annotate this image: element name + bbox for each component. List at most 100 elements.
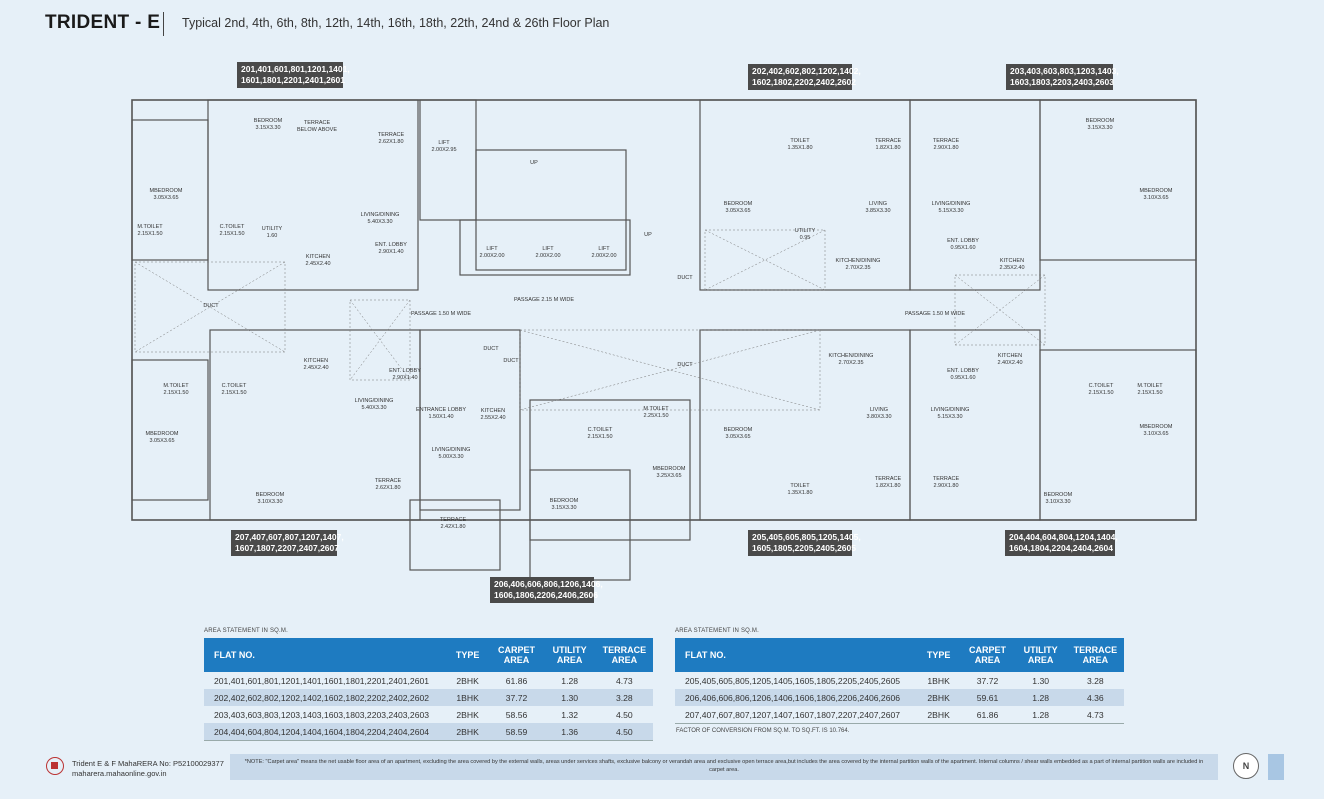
- duct-right-lower-cross: [954, 274, 1046, 346]
- table-row: 205,405,605,805,1205,1405,1605,1805,2205…: [675, 672, 1124, 689]
- room-label: DUCT: [203, 303, 219, 309]
- cell-utility: 1.28: [1014, 689, 1067, 706]
- col-utility-area: UTILITY AREA: [1014, 638, 1067, 672]
- cell-type: 1BHK: [927, 675, 950, 686]
- table-row: 207,407,607,807,1207,1407,1607,1807,2207…: [675, 706, 1124, 724]
- carpet-area-note: *NOTE: "Carpet area" means the net usabl…: [230, 754, 1218, 780]
- wall-block: [419, 329, 521, 511]
- flat-tag-bottom-left: 207,407,607,807,1207,1407,1607,1807,2207…: [231, 530, 344, 556]
- cell-utility: 1.36: [543, 723, 596, 741]
- cell-carpet: 61.86: [960, 706, 1015, 724]
- cell-carpet: 58.59: [489, 723, 544, 741]
- cell-flat-no: 206,406,606,806,1206,1406,1606,1806,2206…: [675, 689, 917, 706]
- wall-block: [409, 499, 501, 571]
- cell-terrace: 3.28: [1086, 675, 1104, 686]
- table-row: 202,402,602,802,1202,1402,1602,1802,2202…: [204, 689, 653, 706]
- cell-terrace: 4.50: [595, 723, 653, 741]
- col-utility-area: UTILITY AREA: [543, 638, 596, 672]
- wall-block: [1039, 349, 1197, 521]
- cell-carpet: 37.72: [976, 675, 999, 686]
- cell-utility: 1.30: [543, 689, 596, 706]
- table-row: 203,403,603,803,1203,1403,1603,1803,2203…: [204, 706, 653, 723]
- cell-utility: 1.28: [1014, 706, 1067, 724]
- building-outline: [131, 99, 1197, 521]
- col-type: TYPE: [445, 638, 490, 672]
- cell-terrace: 4.73: [615, 675, 633, 686]
- cell-carpet: 37.72: [489, 689, 544, 706]
- flat-tag-bottom-right: 204,404,604,804,1204,1404,1604,1804,2204…: [1005, 530, 1118, 556]
- area-table-left: FLAT NO. TYPE CARPET AREA UTILITY AREA T…: [204, 638, 653, 741]
- col-type: TYPE: [916, 638, 961, 672]
- duct-center: [519, 329, 821, 411]
- cell-type: 1BHK: [445, 689, 490, 706]
- maharera-logo-icon: [46, 757, 64, 775]
- col-terrace-area: TERRACE AREA: [595, 638, 653, 672]
- flat-tag-top-left: 201,401,601,801,1201,1401,1601,1801,2201…: [237, 62, 350, 88]
- col-terrace-area: TERRACE AREA: [1066, 638, 1124, 672]
- room-label: DUCT: [483, 346, 499, 352]
- title-divider: [163, 12, 164, 36]
- corner-decoration: [1268, 754, 1284, 780]
- cell-type: 2BHK: [916, 706, 961, 724]
- wall-block: [131, 119, 209, 261]
- room-label: PASSAGE 1.50 M WIDE: [411, 311, 471, 317]
- duct-center-cross: [519, 329, 821, 411]
- cell-utility: 1.30: [1032, 675, 1050, 686]
- rera-number: Trident E & F MahaRERA No: P52100029377: [72, 759, 224, 768]
- north-compass-icon: N: [1233, 753, 1259, 779]
- cell-flat-no: 201,401,601,801,1201,1401,1601,1801,2201…: [214, 675, 430, 686]
- flat-tag-bottom-center: 206,406,606,806,1206,1406,1606,1806,2206…: [490, 577, 603, 603]
- cell-type: 2BHK: [456, 709, 479, 720]
- cell-flat-no: 207,407,607,807,1207,1407,1607,1807,2207…: [675, 706, 917, 724]
- page-title: TRIDENT - E: [45, 12, 161, 33]
- room-label: DUCT: [503, 358, 519, 364]
- cell-utility: 1.28: [561, 675, 579, 686]
- room-label: PASSAGE 1.50 M WIDE: [905, 311, 965, 317]
- col-carpet-area: CARPET AREA: [960, 638, 1015, 672]
- area-table-left-caption: AREA STATEMENT IN SQ.M.: [204, 628, 288, 634]
- rera-website: maharera.mahaonline.gov.in: [72, 769, 167, 778]
- cell-type: 2BHK: [916, 689, 961, 706]
- area-table-right: FLAT NO. TYPE CARPET AREA UTILITY AREA T…: [675, 638, 1124, 724]
- flat-tag-top-center: 202,402,602,802,1202,1402,1602,1802,2202…: [748, 64, 861, 90]
- wall-block: [529, 469, 631, 581]
